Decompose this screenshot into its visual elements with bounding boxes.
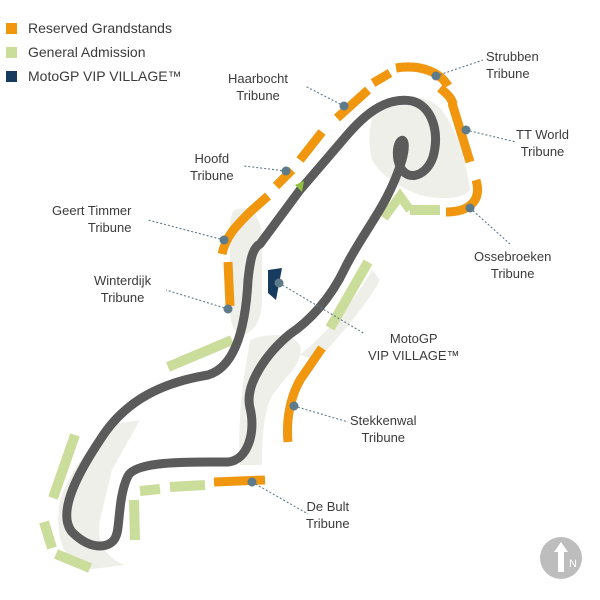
leader-ossebroeken [469,207,511,245]
legend-label-vip: MotoGP VIP VILLAGE™ [28,68,182,84]
label-de-bult-line2: Tribune [306,516,350,531]
label-stekkenwal-tribune: Stekkenwal Tribune [350,412,416,446]
leader-geert-timmer [147,219,225,241]
label-strubben-line2: Tribune [486,66,530,81]
leader-tt-world [465,129,517,143]
label-tt-world-line2: Tribune [520,144,565,159]
label-winterdijk-tribune: Winterdijk Tribune [94,272,151,306]
legend-item-reserved: Reserved Grandstands [6,16,182,40]
ga-zone-south-2 [139,484,161,496]
legend-item-vip: MotoGP VIP VILLAGE™ [6,64,182,88]
reserved-grandstands [213,62,482,487]
label-vip-line2: VIP VILLAGE™ [368,348,460,363]
label-haarbocht-tribune: Haarbocht Tribune [228,70,288,104]
compass-letter: N [569,558,577,570]
start-finish-marker [295,181,304,192]
label-tt-world-tribune: TT World Tribune [516,126,569,160]
label-geert-timmer-tribune: Geert Timmer Tribune [52,202,131,236]
grandstand-strubben [395,62,452,89]
north-arrow-icon: N [540,537,582,579]
marker-hoofd [281,166,291,176]
marker-haarbocht [339,101,349,111]
label-geert-timmer-line2: Tribune [87,220,132,235]
grandstand-haarbocht-2 [333,86,372,122]
legend-item-general: General Admission [6,40,182,64]
grandstand-tt-world [447,101,475,164]
label-hoofd-line2: Tribune [190,168,234,183]
marker-strubben [431,71,441,81]
label-de-bult-tribune: De Bult Tribune [306,498,350,532]
label-hoofd-line1: Hoofd [194,151,230,166]
label-haarbocht-line2: Tribune [236,88,280,103]
ga-zone-south-1 [129,499,140,541]
label-stekkenwal-line1: Stekkenwal [350,413,417,428]
label-winterdijk-line1: Winterdijk [94,273,152,288]
grandstand-de-bult [213,475,266,487]
ga-zone-west [166,335,234,372]
label-vip-line1: MotoGP [389,331,438,346]
marker-stekkenwal [289,401,299,411]
leader-hoofd [243,165,287,172]
label-ossebroeken-tribune: Ossebroeken Tribune [474,248,551,282]
ga-zone-southwest-2 [39,520,57,550]
marker-geert-timmer [219,235,229,245]
marker-vip [274,278,284,288]
label-de-bult-line1: De Bult [306,499,350,514]
compass-arrow [554,542,568,572]
legend: Reserved Grandstands General Admission M… [6,16,182,88]
ga-zone-ossebroeken-wedge [380,188,414,221]
grandstand-tt-world-upper [437,84,458,106]
legend-swatch-vip [6,70,17,82]
ga-zone-south-3 [169,480,206,492]
grandstand-geert-timmer [217,192,271,256]
general-admission-zones [39,188,440,573]
label-ossebroeken-line1: Ossebroeken [474,249,552,264]
label-winterdijk-line2: Tribune [100,290,145,305]
label-hoofd-tribune: Hoofd Tribune [190,150,234,184]
grandstand-haarbocht-1 [370,69,393,87]
ga-zone-southwest-3 [54,549,92,573]
leader-lines [147,59,517,515]
marker-ossebroeken [465,203,475,213]
label-strubben-line1: Strubben [486,49,539,64]
legend-label-general: General Admission [28,44,146,60]
ga-zone-southwest-1 [48,433,80,500]
leader-de-bult [251,481,309,515]
ga-zone-east [325,259,373,331]
legend-swatch-reserved [6,22,17,34]
marker-tt-world [461,125,471,135]
label-geert-timmer-line1: Geert Timmer [52,203,132,218]
leader-haarbocht [304,85,345,107]
leader-winterdijk [165,289,229,310]
label-stekkenwal-line2: Tribune [361,430,406,445]
leader-stekkenwal [293,405,349,423]
leader-strubben [435,59,484,77]
marker-de-bult [247,477,257,487]
grandstand-hoofd-1 [296,129,326,163]
legend-swatch-general [6,46,17,58]
race-track [62,95,440,551]
legend-label-reserved: Reserved Grandstands [28,20,172,36]
label-motogp-vip-village: MotoGP VIP VILLAGE™ [368,330,460,364]
leader-vip [278,282,366,335]
marker-dots [219,71,475,487]
grandstand-winterdijk [223,261,235,307]
label-tt-world-line1: TT World [516,127,569,142]
label-ossebroeken-line2: Tribune [490,266,535,281]
marker-winterdijk [223,304,233,314]
label-strubben-tribune: Strubben Tribune [486,48,539,82]
grandstand-ossebroeken [445,178,482,217]
label-haarbocht-line1: Haarbocht [228,71,288,86]
infield-area-right [300,270,380,360]
